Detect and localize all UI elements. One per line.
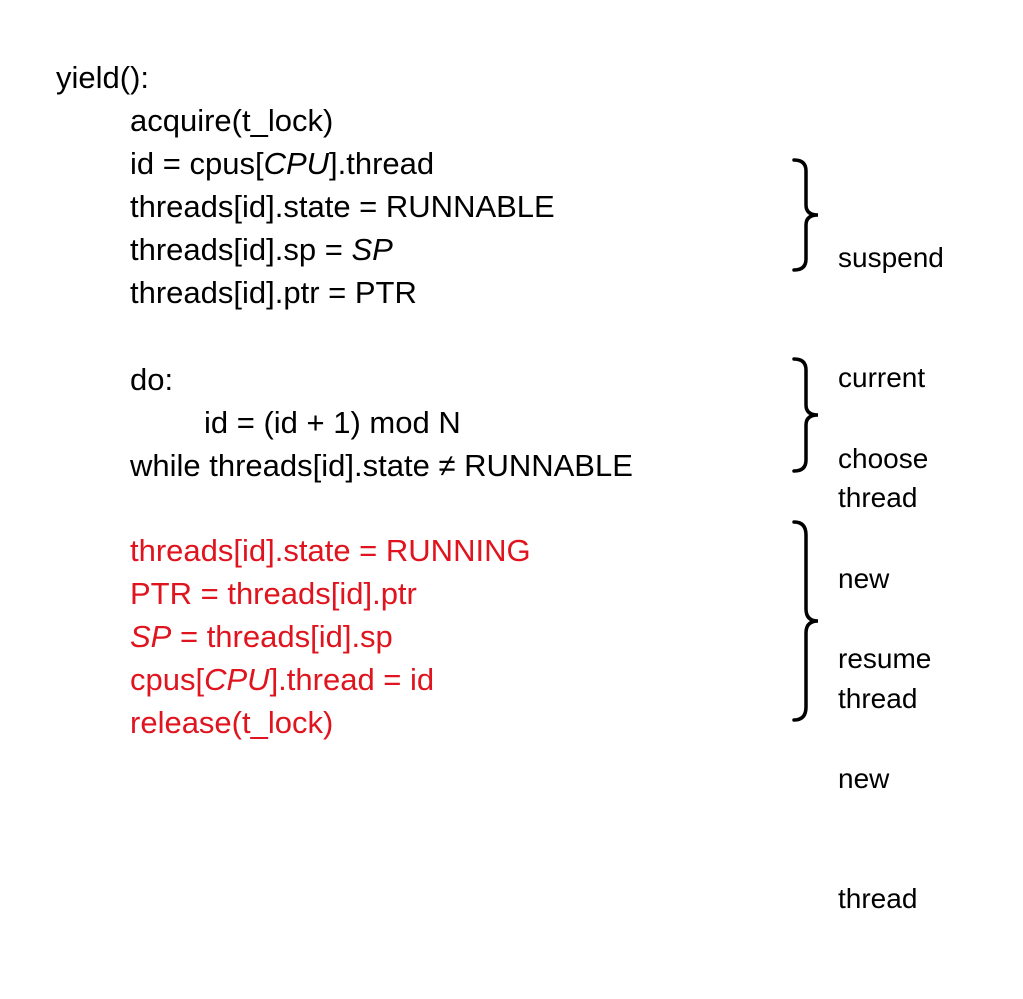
italic-symbol: CPU (263, 146, 330, 181)
code-line: SP = threads[id].sp (130, 619, 393, 654)
code-line: release(t_lock) (130, 705, 334, 740)
code-line: cpus[CPU].thread = id (130, 662, 435, 697)
label-line: resume (838, 643, 932, 674)
code-line: while threads[id].state ≠ RUNNABLE (130, 448, 633, 483)
code-line: id = (id + 1) mod N (204, 405, 461, 440)
code-line: PTR = threads[id].ptr (130, 576, 417, 611)
choose-brace (790, 356, 824, 474)
suspend-brace (790, 157, 824, 273)
italic-symbol: SP (351, 232, 393, 267)
italic-symbol: SP (130, 619, 172, 654)
code-line: threads[id].state = RUNNING (130, 533, 531, 568)
label-line: new (838, 563, 890, 594)
function-header: yield(): (56, 60, 150, 95)
label-line: suspend (838, 242, 944, 273)
resume-brace (790, 519, 824, 723)
code-line: id = cpus[CPU].thread (130, 146, 435, 181)
label-line: thread (838, 482, 918, 513)
slide: yield(): acquire(t_lock) id = cpus[CPU].… (56, 60, 944, 914)
resume-label: resume new thread (838, 559, 931, 999)
choose-label: choose new thread (838, 359, 928, 799)
code-line: threads[id].sp = SP (130, 232, 393, 267)
suspend-label: suspend current thread (838, 158, 944, 598)
label-line: thread (838, 883, 918, 914)
label-line: current (838, 362, 926, 393)
code-line: do: (130, 362, 174, 397)
code-line: threads[id].ptr = PTR (130, 275, 417, 310)
label-line: thread (838, 683, 918, 714)
code-line: acquire(t_lock) (130, 103, 334, 138)
italic-symbol: CPU (204, 662, 270, 697)
code-line: threads[id].state = RUNNABLE (130, 189, 555, 224)
label-line: new (838, 763, 890, 794)
label-line: choose (838, 443, 929, 474)
